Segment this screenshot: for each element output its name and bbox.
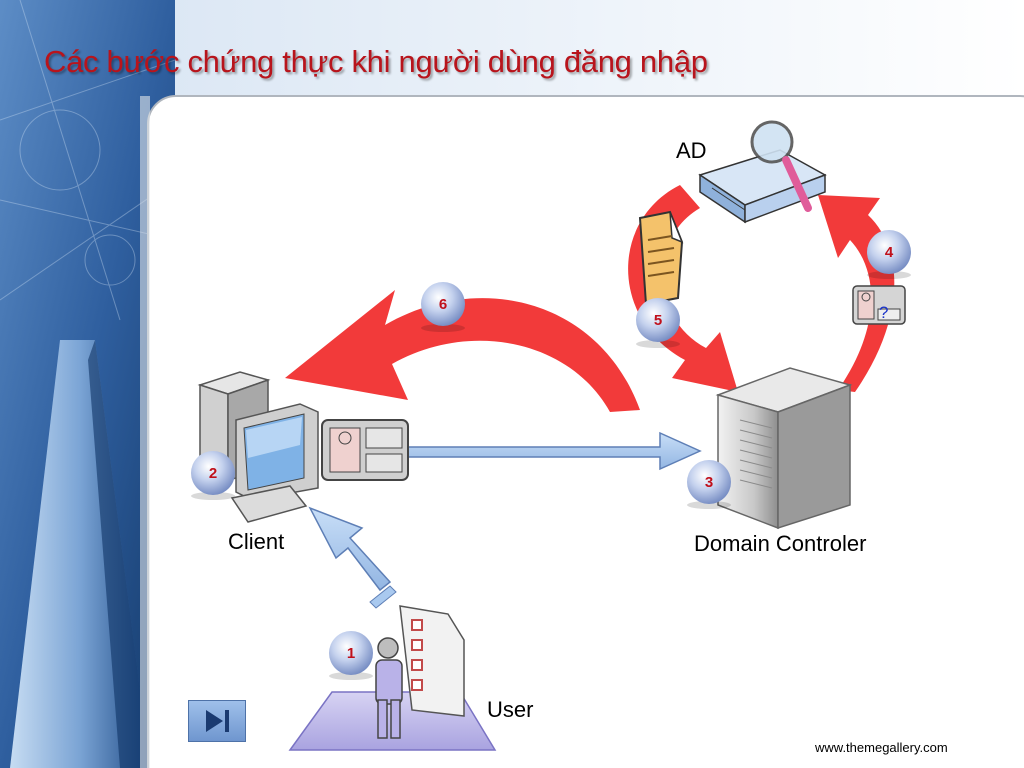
step-number-4: 4	[885, 244, 894, 261]
next-slide-button[interactable]	[188, 700, 246, 742]
step-badge-4: 4	[867, 230, 911, 279]
step-number-2: 2	[209, 465, 217, 482]
domain-controller-label: Domain Controler	[694, 531, 867, 556]
ad-directory-icon	[698, 120, 827, 224]
document-icon	[638, 210, 684, 306]
client-computer-icon	[197, 371, 319, 523]
step-badge-5: 5	[636, 298, 680, 348]
play-end-icon	[206, 710, 229, 732]
step-number-3: 3	[705, 474, 713, 491]
step-badge-6: 6	[421, 282, 465, 332]
user-figure-icon	[288, 605, 497, 751]
step-number-1: 1	[347, 645, 355, 662]
query-mark: ?	[879, 303, 888, 322]
footer-url: www.themegallery.com	[815, 740, 948, 755]
arrow-step-1-2	[308, 506, 397, 609]
step-badge-1: 1	[329, 631, 373, 680]
credential-query-icon	[852, 285, 906, 325]
step-badge-2: 2	[191, 451, 235, 500]
domain-controller-server-icon	[715, 367, 853, 530]
user-label: User	[487, 697, 534, 722]
step-number-5: 5	[654, 312, 662, 329]
arrow-step-6	[285, 290, 640, 412]
step-number-6: 6	[439, 296, 447, 313]
arrow-step-2-3	[404, 431, 702, 471]
credential-card-icon	[321, 419, 409, 481]
client-label: Client	[228, 529, 285, 554]
ad-label: AD	[676, 138, 707, 163]
step-badge-3: 3	[687, 460, 731, 509]
slide-title: Các bước chứng thực khi người dùng đăng …	[44, 44, 708, 79]
